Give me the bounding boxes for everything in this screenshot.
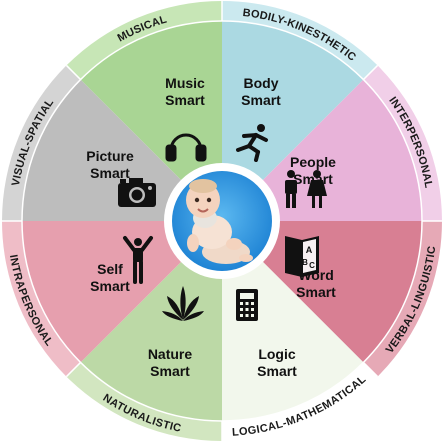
ring-segment-intrapersonal — [2, 221, 81, 377]
headphones-icon — [165, 133, 207, 162]
ring-segment-musical — [66, 1, 222, 80]
sector-musical — [80, 21, 222, 221]
inner-sectors — [22, 21, 422, 421]
sector-bodily — [222, 21, 364, 221]
svg-text:C: C — [309, 261, 315, 270]
sector-interpersonal — [222, 79, 422, 221]
sector-visual — [22, 79, 222, 221]
ring-segment-naturalistic — [66, 362, 222, 441]
baby-crawling-photo — [186, 179, 253, 264]
sector-logical — [222, 221, 364, 421]
ring-divider — [362, 361, 379, 378]
ring-segment-visual — [2, 65, 81, 221]
person-arms-up-icon — [123, 236, 153, 284]
ring-border — [2, 1, 442, 441]
ring-divider — [362, 64, 379, 81]
ring-segment-verbal — [363, 221, 442, 377]
ring-segment-interpersonal — [363, 65, 442, 221]
abc-book-icon: A B C — [285, 236, 319, 277]
svg-text:B: B — [302, 258, 308, 267]
sector-verbal — [222, 221, 422, 363]
running-person-icon — [236, 124, 268, 162]
sector-naturalistic — [80, 221, 222, 421]
ring-segment-bodily — [222, 1, 378, 80]
outer-ring — [2, 1, 442, 441]
ring-divider — [65, 64, 82, 81]
camera-icon — [118, 178, 156, 207]
people-icon — [285, 170, 327, 208]
inner-circle-border — [21, 20, 423, 422]
center-badge — [164, 163, 280, 279]
ring-segment-logical — [222, 362, 378, 441]
svg-text:A: A — [306, 245, 313, 255]
ring-divider — [65, 361, 82, 378]
calculator-icon — [236, 289, 258, 321]
sector-intrapersonal — [22, 221, 222, 363]
plant-icon — [162, 286, 204, 321]
